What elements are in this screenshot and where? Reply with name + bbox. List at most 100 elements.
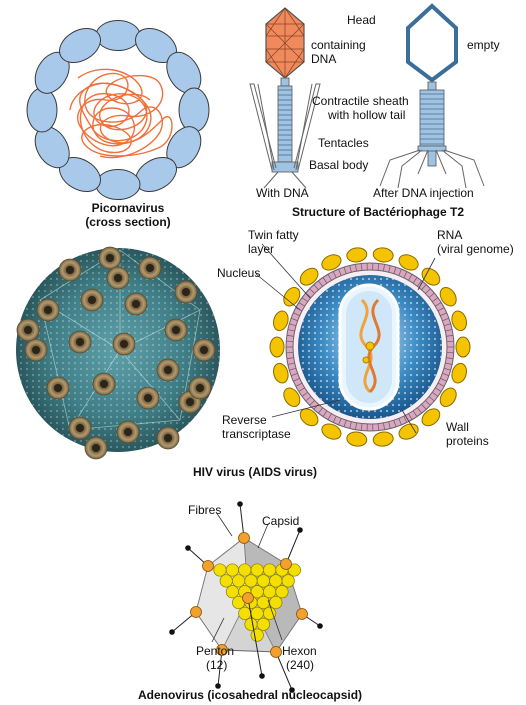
membrane-lipid [435, 302, 442, 307]
membrane-lipid [408, 274, 413, 281]
penton [216, 644, 228, 656]
envelope-knob-center [44, 306, 52, 314]
hexon [287, 563, 301, 577]
phage-label-containing: containing [311, 38, 366, 52]
membrane-lipid [398, 268, 402, 276]
fibre [285, 529, 301, 565]
hexon [269, 574, 283, 588]
hexon [281, 574, 295, 588]
envelope-knob-center [24, 326, 32, 334]
membrane-lipid [286, 334, 294, 337]
membrane-lipid [442, 372, 450, 377]
envelope-knob-center [182, 288, 190, 296]
membrane-lipid [343, 420, 347, 428]
phage-with-dna [249, 7, 321, 189]
adeno-label-hexon-2: (240) [286, 658, 315, 672]
membrane-lipid [295, 382, 303, 387]
envelope-knob-center [196, 384, 204, 392]
membrane-lipid [317, 280, 323, 287]
membrane-lipid [305, 396, 312, 402]
adeno-label-capsid: Capsid [262, 514, 300, 528]
membrane-lipid [437, 382, 445, 387]
fibre-knob [317, 623, 323, 629]
hiv-label-rna-1: RNA [437, 228, 463, 242]
wall-protein [398, 423, 419, 440]
fibre [275, 651, 293, 691]
membrane-lipid [440, 377, 447, 382]
membrane-lipid [388, 421, 391, 429]
wall-protein [299, 267, 319, 286]
membrane-lipid [446, 352, 454, 354]
membrane-lipid [313, 284, 319, 291]
capsomere [178, 87, 210, 133]
wall-protein [398, 254, 419, 271]
envelope-knob-center [114, 274, 122, 282]
penton [238, 532, 250, 544]
picornavirus-caption-line1: Picornavirus [91, 201, 165, 215]
envelope-knob-center [88, 296, 96, 304]
phage-label-tentacles: Tentacles [318, 136, 369, 150]
capsomere [26, 87, 58, 133]
membrane-lipid [393, 420, 397, 428]
hexon [263, 585, 277, 599]
penton [242, 592, 254, 604]
envelope-knob-center [164, 434, 172, 442]
membrane-lipid [432, 297, 439, 303]
membrane-lipid [445, 362, 453, 365]
membrane-lipid [428, 396, 435, 402]
membrane-lipid [443, 367, 451, 371]
membrane-lipid [403, 271, 408, 278]
wall-protein [439, 286, 457, 307]
penton [202, 560, 214, 572]
membrane-lipid [446, 357, 454, 360]
hiv-cross-section [255, 243, 471, 447]
membrane-lipid [445, 329, 453, 332]
phage-label-head: Head [347, 13, 376, 27]
membrane-lipid [398, 418, 402, 426]
envelope-knob-center [120, 340, 128, 348]
membrane-lipid [355, 264, 357, 272]
membrane-lipid [446, 334, 454, 337]
wall-protein [299, 408, 319, 427]
hexon [256, 574, 270, 588]
membrane-lipid [327, 274, 332, 281]
wall-protein [451, 362, 467, 384]
membrane-lipid [338, 418, 342, 426]
phage-label-basal-body: Basal body [309, 158, 369, 172]
capsomere [95, 20, 141, 51]
fibre [247, 597, 263, 677]
fibre-knob [237, 501, 243, 507]
fibre-knob [289, 687, 295, 693]
membrane-lipid [383, 422, 385, 430]
envelope-knob-center [92, 444, 100, 452]
fibre-knob [259, 673, 265, 679]
adeno-label-penton-2: (12) [206, 658, 228, 672]
membrane-lipid [327, 413, 332, 420]
membrane-lipid [437, 307, 445, 312]
membrane-lipid [332, 416, 337, 423]
wall-protein [283, 387, 301, 408]
wall-protein [269, 336, 285, 358]
membrane-lipid [317, 407, 323, 414]
membrane-lipid [417, 407, 423, 414]
membrane-lipid [298, 387, 305, 392]
hexon [238, 606, 252, 620]
membrane-lipid [435, 387, 442, 392]
envelope-knob-center [76, 424, 84, 432]
phage-empty [379, 3, 485, 189]
membrane-lipid [383, 264, 385, 272]
membrane-lipid [290, 317, 298, 322]
membrane-lipid [287, 362, 295, 365]
envelope-knob-center [200, 346, 208, 354]
membrane-lipid [293, 312, 300, 317]
wall-protein [321, 423, 342, 440]
membrane-lipid [309, 288, 315, 294]
membrane-lipid [446, 340, 454, 342]
membrane-lipid [412, 277, 418, 284]
membrane-lipid [332, 271, 337, 278]
membrane-lipid [287, 329, 295, 332]
penton [190, 606, 202, 618]
fibre-knob [169, 629, 175, 635]
membrane-lipid [443, 323, 451, 327]
hexon [225, 563, 239, 577]
